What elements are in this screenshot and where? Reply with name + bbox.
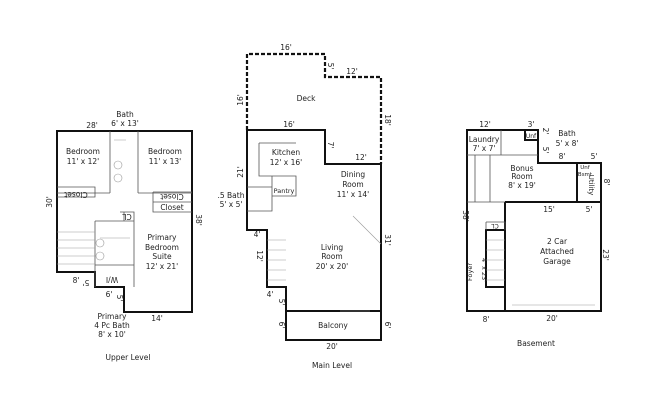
balcony-label: Balcony xyxy=(318,321,348,330)
deck-label: Deck xyxy=(297,94,317,103)
dim-label: 28' xyxy=(86,121,98,130)
upper-bath-label: Bath xyxy=(116,110,134,119)
laundry-size: 7' x 7' xyxy=(473,144,496,153)
dim-label: 5' xyxy=(115,295,124,302)
dim-label: 6' xyxy=(277,322,286,329)
dim-label: 3' xyxy=(528,120,535,129)
closet-label: Closet xyxy=(160,203,183,212)
dining-size: 11' x 14' xyxy=(337,190,369,199)
dim-label: 4' xyxy=(254,230,261,239)
dim-label: 6' xyxy=(383,322,392,329)
suite-label: Primary xyxy=(148,233,178,242)
dim-label: 12' xyxy=(479,120,491,129)
upper-level-title: Upper Level xyxy=(106,353,151,362)
dim-label: 5' xyxy=(541,147,550,154)
dining-label: Room xyxy=(342,180,363,189)
kitchen-size: 12' x 16' xyxy=(270,158,302,167)
upper-level-plan xyxy=(56,130,193,313)
dim-label: 12' xyxy=(255,250,264,262)
dim-label: 8' xyxy=(602,179,611,186)
bonus-room-size: 8' x 19' xyxy=(508,181,536,190)
dim-label: 12' xyxy=(355,153,367,162)
main-level-title: Main Level xyxy=(312,361,352,370)
garage-label: Attached xyxy=(540,247,574,256)
basement-plan xyxy=(466,129,602,312)
laundry-label: Laundry xyxy=(469,135,500,144)
main-level-plan xyxy=(245,52,383,341)
foyer-size: 4' x 23' xyxy=(480,258,488,282)
dim-label: 5' xyxy=(591,152,598,161)
dim-label: 7' xyxy=(326,142,335,149)
dim-label: 8' xyxy=(483,315,490,324)
dim-label: 2' xyxy=(541,128,550,135)
half-bath-label: .5 Bath xyxy=(218,191,245,200)
utility-label: Utility xyxy=(587,175,595,196)
unfinished-basement-label: Unf xyxy=(580,165,591,171)
basement-title: Basement xyxy=(517,339,555,348)
dim-label: 5' xyxy=(586,205,593,214)
dim-label: 15' xyxy=(543,205,555,214)
basement-bath-size: 5' x 8' xyxy=(556,139,579,148)
garage-label: Garage xyxy=(543,257,571,266)
bedroom-1-size: 11' x 12' xyxy=(67,157,99,166)
dim-label: 31' xyxy=(383,234,392,246)
dim-label: 14' xyxy=(151,314,163,323)
walk-in-closet-label: W/I xyxy=(106,275,118,284)
dim-label: 20' xyxy=(546,314,558,323)
dim-label: 18' xyxy=(383,114,392,126)
living-label: Living xyxy=(321,243,344,252)
bedroom-1-label: Bedroom xyxy=(66,147,100,156)
dim-label: 4' xyxy=(267,290,274,299)
foyer-label: Foyer xyxy=(466,263,474,281)
dim-label: 20' xyxy=(326,342,338,351)
bedroom-2-size: 11' x 13' xyxy=(149,157,181,166)
dim-label: 5' xyxy=(326,63,335,70)
living-size: 20' x 20' xyxy=(316,262,348,271)
unfinished-label: Unf xyxy=(526,133,537,140)
suite-label: Suite xyxy=(152,252,172,261)
closet-label: Closet xyxy=(64,190,87,199)
garage-label: 2 Car xyxy=(547,237,568,246)
primary-bath-label: Primary xyxy=(98,312,128,321)
dining-label: Dining xyxy=(341,170,365,179)
bonus-room-label: Bonus xyxy=(510,164,533,173)
suite-size: 12' x 21' xyxy=(146,262,178,271)
primary-bath-label: 4 Pc Bath xyxy=(94,321,130,330)
dim-label: 6' xyxy=(106,290,113,299)
dim-label: 8' xyxy=(559,152,566,161)
dim-label: 5' xyxy=(83,278,90,287)
dim-label: 30' xyxy=(45,196,54,208)
dim-label: 12' xyxy=(346,67,358,76)
basement-bath-label: Bath xyxy=(558,129,576,138)
unfinished-basement-label: Bsmt xyxy=(578,172,593,178)
dim-label: 38' xyxy=(194,214,203,226)
bedroom-2-label: Bedroom xyxy=(148,147,182,156)
bonus-room-label: Room xyxy=(511,172,532,181)
dim-label: 5' xyxy=(277,299,286,306)
dim-label: 16' xyxy=(280,43,292,52)
dim-label: 38' xyxy=(461,210,470,222)
suite-label: Bedroom xyxy=(145,243,179,252)
half-bath-size: 5' x 5' xyxy=(220,200,243,209)
closet-label: CL xyxy=(491,222,499,229)
dim-label: 8' xyxy=(73,276,80,285)
living-label: Room xyxy=(321,252,342,261)
primary-bath-size: 8' x 10' xyxy=(98,330,126,339)
pantry-label: Pantry xyxy=(274,187,295,195)
kitchen-label: Kitchen xyxy=(272,148,300,157)
dim-label: 16' xyxy=(236,94,245,106)
dim-label: 16' xyxy=(283,120,295,129)
closet-label: CL xyxy=(121,212,131,221)
closet-label: Closet xyxy=(160,192,183,201)
upper-bath-size: 6' x 13' xyxy=(111,119,139,128)
dim-label: 23' xyxy=(601,249,610,261)
dim-label: 21' xyxy=(236,166,245,178)
